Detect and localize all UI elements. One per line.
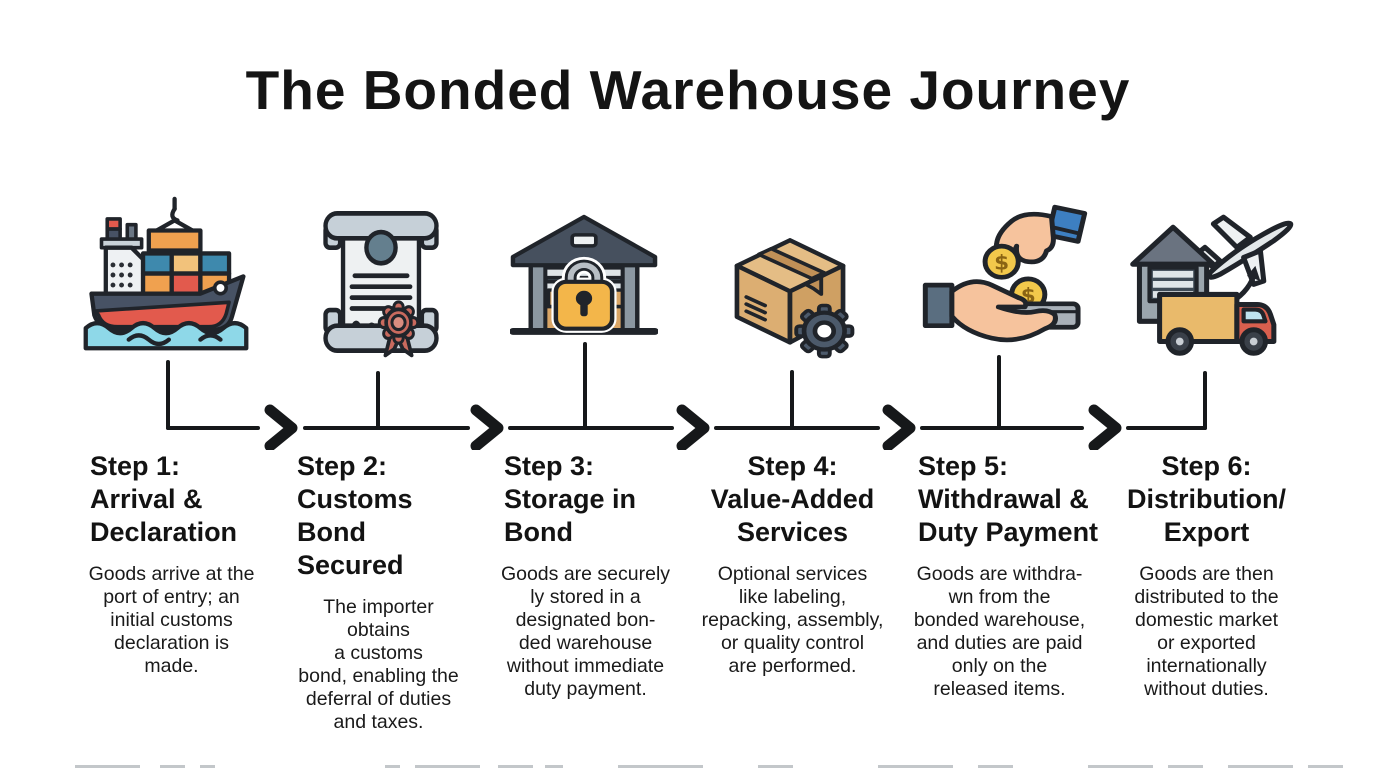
step-1-description: Goods arrive at the port of entry; an in… xyxy=(88,562,255,677)
arrow-right-icon xyxy=(882,404,916,450)
dollar-sign-glyph: $ xyxy=(994,251,1009,274)
duty-payment-hands-coins-icon: $ $ xyxy=(922,204,1088,360)
step-3-column: Step 3: Storage in Bond Goods are secure… xyxy=(482,450,689,734)
step-6-description: Goods are then distributed to the domest… xyxy=(1134,562,1279,700)
step-5-title: Step 5: Withdrawal & Duty Payment xyxy=(918,451,1099,547)
arrow-right-icon xyxy=(264,404,298,450)
arrow-right-icon xyxy=(1088,404,1122,450)
step-4-column: Step 4: Value-Added Services Optional se… xyxy=(689,450,896,734)
page-title: The Bonded Warehouse Journey xyxy=(245,59,1131,121)
steps-text-row: Step 1: Arrival & Declaration Goods arri… xyxy=(68,450,1310,734)
step-2-description: The importer obtains a customs bond, ena… xyxy=(298,595,459,733)
step-2-column: Step 2: Customs Bond Secured The importe… xyxy=(275,450,482,734)
step-6-title: Step 6: Distribution/ Export xyxy=(1127,451,1286,547)
step-3-title: Step 3: Storage in Bond xyxy=(504,451,637,547)
cargo-ship-icon xyxy=(80,196,252,354)
timeline xyxy=(166,342,1207,450)
step-5-column: Step 5: Withdrawal & Duty Payment Goods … xyxy=(896,450,1103,734)
step-4-title: Step 4: Value-Added Services xyxy=(710,451,875,547)
step-6-column: Step 6: Distribution/ Export Goods are t… xyxy=(1103,450,1310,734)
box-gear-services-icon xyxy=(712,226,868,368)
arrow-right-icon xyxy=(470,404,504,450)
step-1-title: Step 1: Arrival & Declaration xyxy=(90,451,238,547)
customs-bond-certificate-icon xyxy=(308,204,454,360)
bonded-warehouse-lock-icon xyxy=(510,210,658,348)
step-4-description: Optional services like labeling, repacki… xyxy=(701,562,884,677)
arrow-right-icon xyxy=(676,404,710,450)
step-1-column: Step 1: Arrival & Declaration Goods arri… xyxy=(68,450,275,734)
step-3-description: Goods are securely ly stored in a design… xyxy=(500,562,671,700)
step-2-title: Step 2: Customs Bond Secured xyxy=(297,451,413,580)
distribution-truck-plane-icon xyxy=(1126,197,1294,365)
step-5-description: Goods are withdra- wn from the bonded wa… xyxy=(913,562,1086,700)
